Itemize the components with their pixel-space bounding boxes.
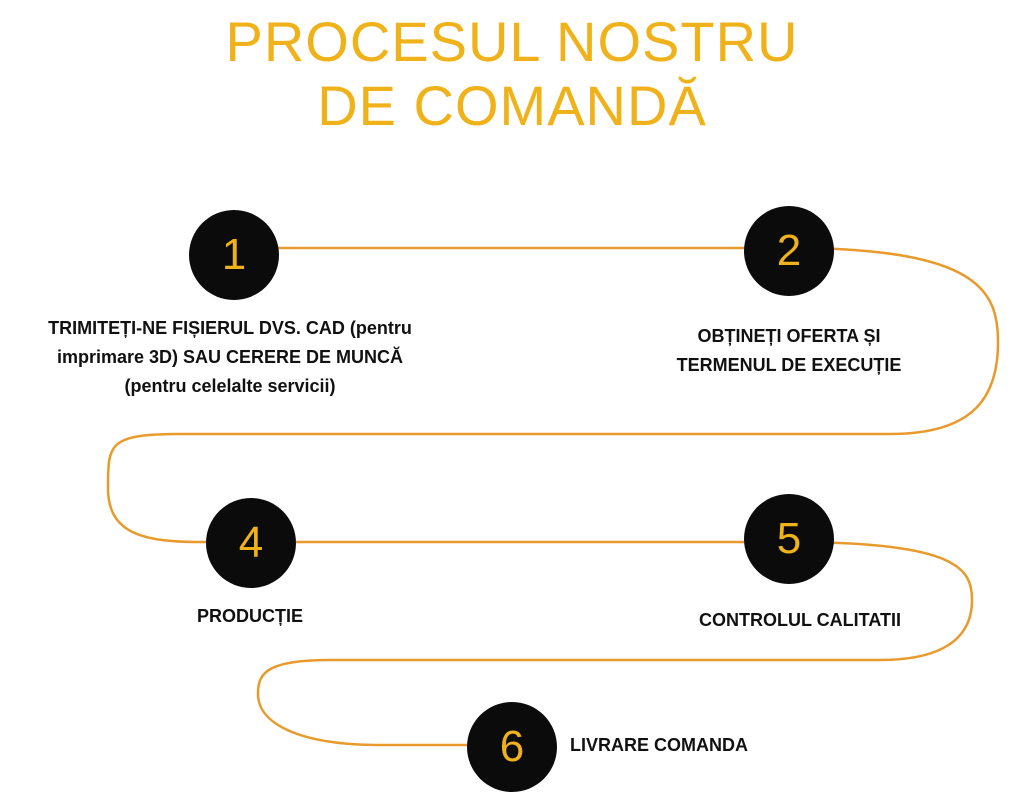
- step-4-label-line-1: PRODUCȚIE: [196, 606, 303, 626]
- step-6-label-line-1: LIVRARE COMANDA: [570, 735, 748, 755]
- step-1-label: TRIMITEȚI-NE FIȘIERUL DVS. CAD (pentru i…: [0, 314, 460, 401]
- step-5-number: 5: [776, 514, 802, 563]
- step-2-label-line-1: OBȚINEȚI OFERTA ȘI: [697, 326, 881, 346]
- step-2-label: OBȚINEȚI OFERTA ȘI TERMENUL DE EXECUȚIE: [638, 322, 940, 380]
- step-1-label-line-2: imprimare 3D) SAU CERERE DE MUNCĂ: [56, 347, 404, 367]
- step-2-number: 2: [776, 226, 802, 275]
- step-1-circle: 1: [189, 210, 279, 300]
- step-1-label-line-1: TRIMITEȚI-NE FIȘIERUL DVS. CAD (pentru: [48, 318, 412, 338]
- step-6-label: LIVRARE COMANDA: [570, 731, 800, 760]
- step-5-label: CONTROLUL CALITATII: [660, 606, 940, 635]
- title-line-2: DE COMANDĂ: [317, 74, 707, 137]
- step-4-number: 4: [238, 518, 264, 567]
- step-6-number: 6: [499, 722, 525, 771]
- title-line-1: PROCESUL NOSTRU: [225, 10, 799, 73]
- step-2-circle: 2: [744, 206, 834, 296]
- connector-line: [106, 246, 1000, 747]
- step-4-circle: 4: [206, 498, 296, 588]
- page-title: PROCESUL NOSTRU DE COMANDĂ: [0, 10, 1024, 138]
- step-6-circle: 6: [467, 702, 557, 792]
- step-1-label-line-3: (pentru celelalte servicii): [124, 376, 336, 396]
- step-5-circle: 5: [744, 494, 834, 584]
- step-5-label-line-1: CONTROLUL CALITATII: [699, 610, 901, 630]
- step-4-label: PRODUCȚIE: [130, 602, 370, 631]
- step-1-number: 1: [221, 230, 247, 279]
- step-2-label-line-2: TERMENUL DE EXECUȚIE: [676, 355, 902, 375]
